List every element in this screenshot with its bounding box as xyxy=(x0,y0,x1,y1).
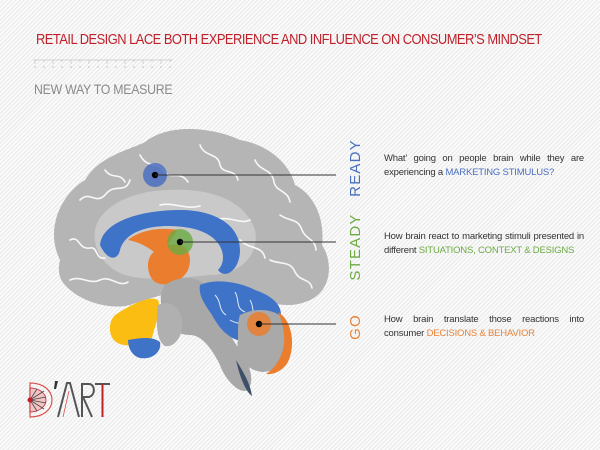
page-subtitle: NEW WAY TO MEASURE xyxy=(34,81,173,97)
stage-desc-highlight: SITUATIONS, CONTEXT & DESIGNS xyxy=(418,245,575,256)
stage-desc-highlight: DECISIONS & BEHAVIOR xyxy=(426,328,535,339)
brain-illustration xyxy=(54,128,336,396)
stage-desc-go: How brain translate those reactions into… xyxy=(384,313,584,341)
page-title: RETAIL DESIGN LACE BOTH EXPERIENCE AND I… xyxy=(36,31,542,48)
stage-label-ready: READY xyxy=(347,139,364,197)
stage-desc-ready: What’ going on people brain while they a… xyxy=(384,152,584,180)
stage-desc-steady: How brain react to marketing stimuli pre… xyxy=(384,230,584,258)
stage-desc-highlight: MARKETING STIMULUS? xyxy=(445,167,555,178)
stage-desc-text: What’ going on people brain while they a… xyxy=(384,153,584,178)
stage-label-go: GO xyxy=(347,314,364,340)
dart-logo xyxy=(27,381,110,418)
ruler-decoration xyxy=(33,59,173,68)
corpus-callosum xyxy=(100,210,240,274)
stage-desc-text: How brain translate those reactions into… xyxy=(384,314,584,339)
brainstem xyxy=(160,278,252,391)
amygdala xyxy=(109,298,160,346)
stage-label-steady: STEADY xyxy=(347,213,364,281)
stage-desc-text: How brain react to marketing stimuli pre… xyxy=(384,231,584,256)
